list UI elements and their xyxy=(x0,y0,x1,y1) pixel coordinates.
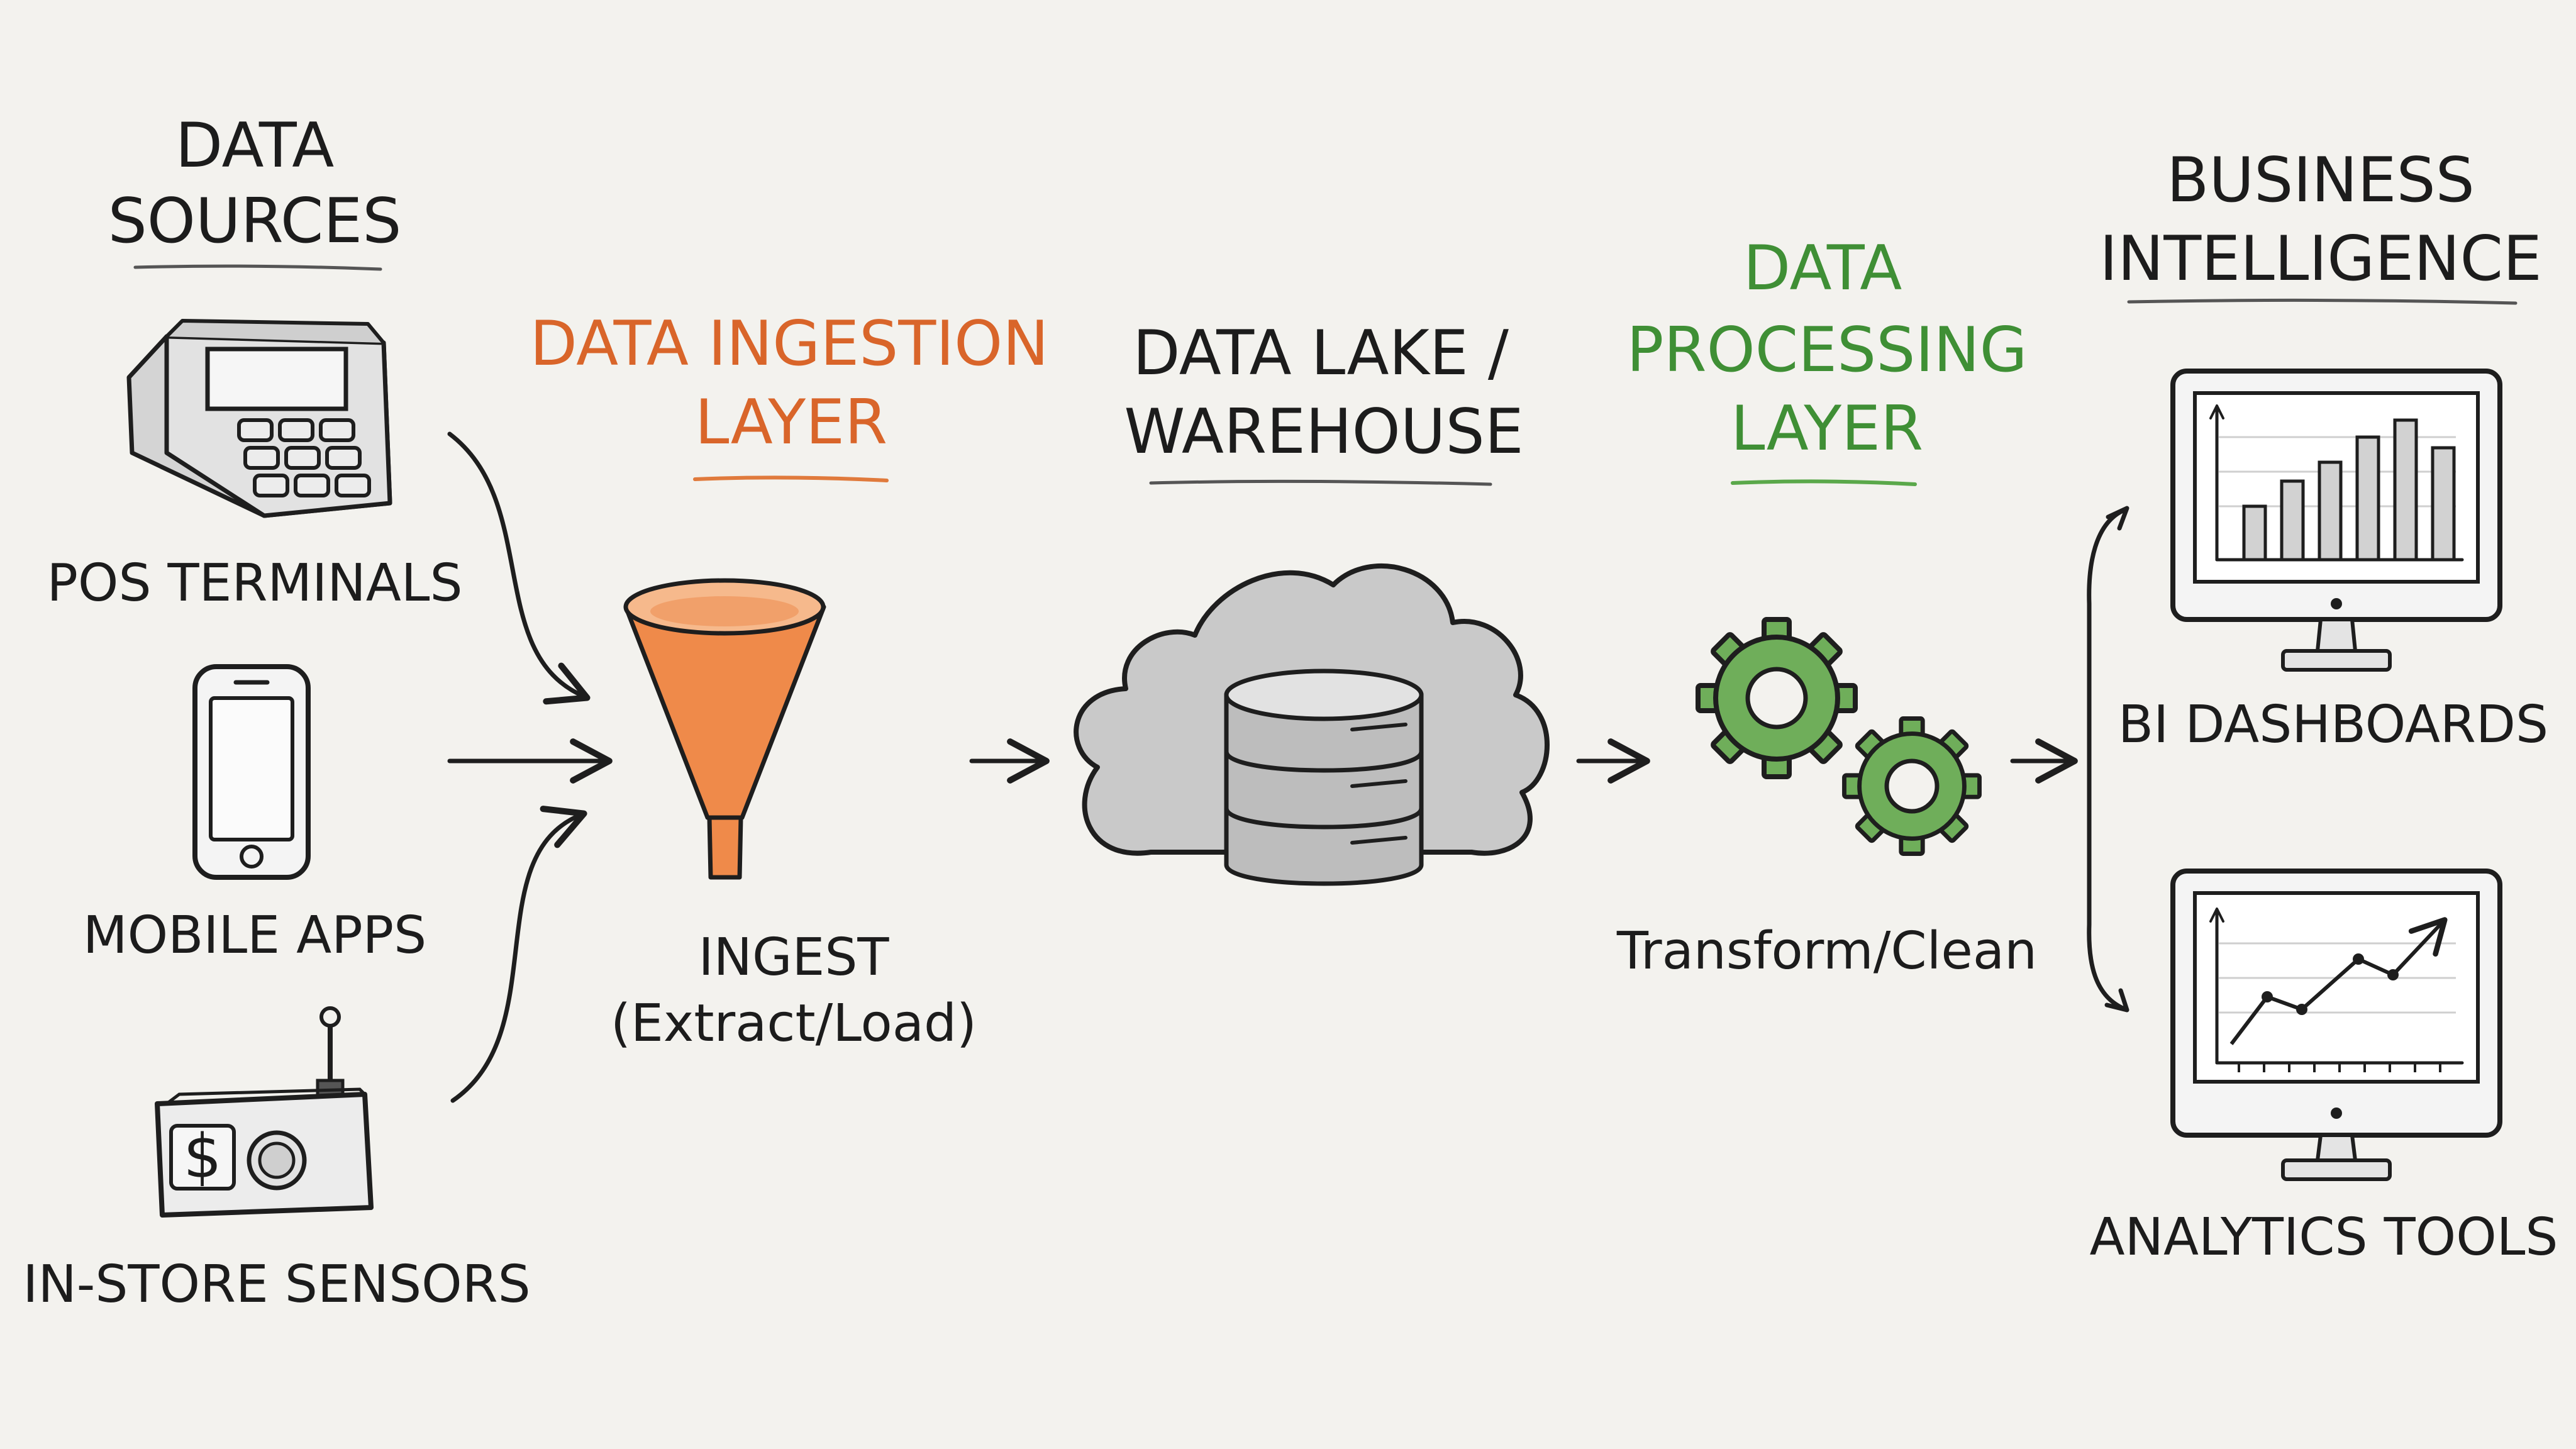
heading-line: INTELLIGENCE xyxy=(2099,223,2542,295)
heading-line: LAYER xyxy=(1731,393,1923,465)
heading-underline xyxy=(693,475,889,482)
bracket-arrow-top xyxy=(2106,506,2129,531)
bracket-arrow-bottom xyxy=(2104,988,2129,1013)
heading-data-lake: DATA LAKE / WAREHOUSE xyxy=(1124,318,1524,486)
funnel-icon xyxy=(623,578,826,880)
ingest-caption: INGEST xyxy=(698,928,889,987)
heading-underline xyxy=(1149,479,1492,486)
sensor-device-icon xyxy=(155,1006,374,1218)
transform-caption: Transform/Clean xyxy=(1616,921,2037,981)
heading-underline xyxy=(1731,479,1917,486)
line-chart-monitor-icon xyxy=(2170,869,2502,1181)
heading-line: PROCESSING xyxy=(1626,314,2027,386)
heading-line: DATA INGESTION xyxy=(530,308,1048,380)
ingest-caption-sub: (Extract/Load) xyxy=(611,994,977,1053)
bi-dashboards-label: BI DASHBOARDS xyxy=(2118,695,2548,755)
heading-ingestion-layer: DATA INGESTION LAYER xyxy=(530,308,1049,482)
heading-business-intelligence: BUSINESS INTELLIGENCE xyxy=(2099,145,2542,305)
heading-line: BUSINESS xyxy=(2167,145,2475,216)
pos-terminals-label: POS TERMINALS xyxy=(47,553,462,613)
arrow-pos-to-ingest xyxy=(447,431,591,705)
output-bracket xyxy=(2087,507,2128,1012)
cloud-database-icon xyxy=(1074,564,1550,886)
heading-line: SOURCES xyxy=(108,186,402,257)
heading-line: DATA LAKE / xyxy=(1133,318,1509,389)
pos-terminal-icon xyxy=(126,319,392,518)
heading-processing-layer: DATA PROCESSING LAYER xyxy=(1626,233,2028,486)
arrow-sensors-to-ingest xyxy=(450,806,587,1103)
heading-underline xyxy=(133,264,382,271)
dollar-symbol: $ xyxy=(183,1121,221,1192)
heading-line: WAREHOUSE xyxy=(1124,396,1523,468)
smartphone-icon xyxy=(192,664,311,880)
gears-icon xyxy=(1698,619,1980,854)
heading-underline xyxy=(2127,298,2518,305)
heading-data-sources: DATA SOURCES xyxy=(108,110,402,271)
bar-chart-monitor-icon xyxy=(2170,369,2502,672)
mobile-apps-label: MOBILE APPS xyxy=(83,906,426,965)
in-store-sensors-label: IN-STORE SENSORS xyxy=(23,1255,530,1314)
heading-line: LAYER xyxy=(695,387,887,458)
heading-line: DATA xyxy=(175,110,334,182)
heading-line: DATA xyxy=(1743,233,1902,304)
analytics-tools-label: ANALYTICS TOOLS xyxy=(2090,1208,2558,1267)
